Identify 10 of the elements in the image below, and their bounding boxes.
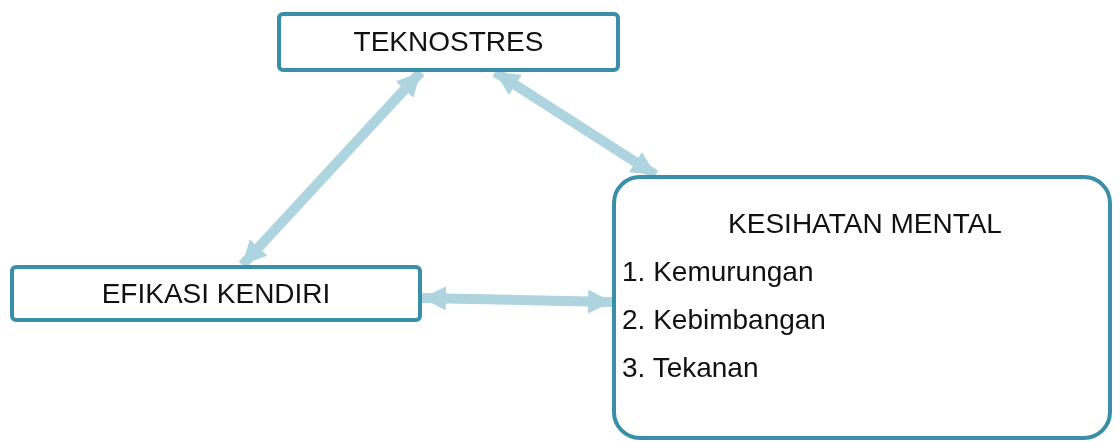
node-label: TEKNOSTRES	[353, 25, 544, 59]
text-box	[612, 175, 1112, 440]
list-item: 1. Kemurungan	[622, 255, 815, 289]
text-box	[277, 12, 620, 72]
node-label: EFIKASI KENDIRI	[101, 276, 331, 311]
list-item: 3. Tekanan	[622, 351, 760, 385]
heading: KESIHATAN MENTAL	[728, 207, 1002, 241]
text-box	[10, 265, 422, 322]
list-item: 2. Kebimbangan	[622, 303, 827, 337]
double-arrow	[421, 286, 613, 314]
